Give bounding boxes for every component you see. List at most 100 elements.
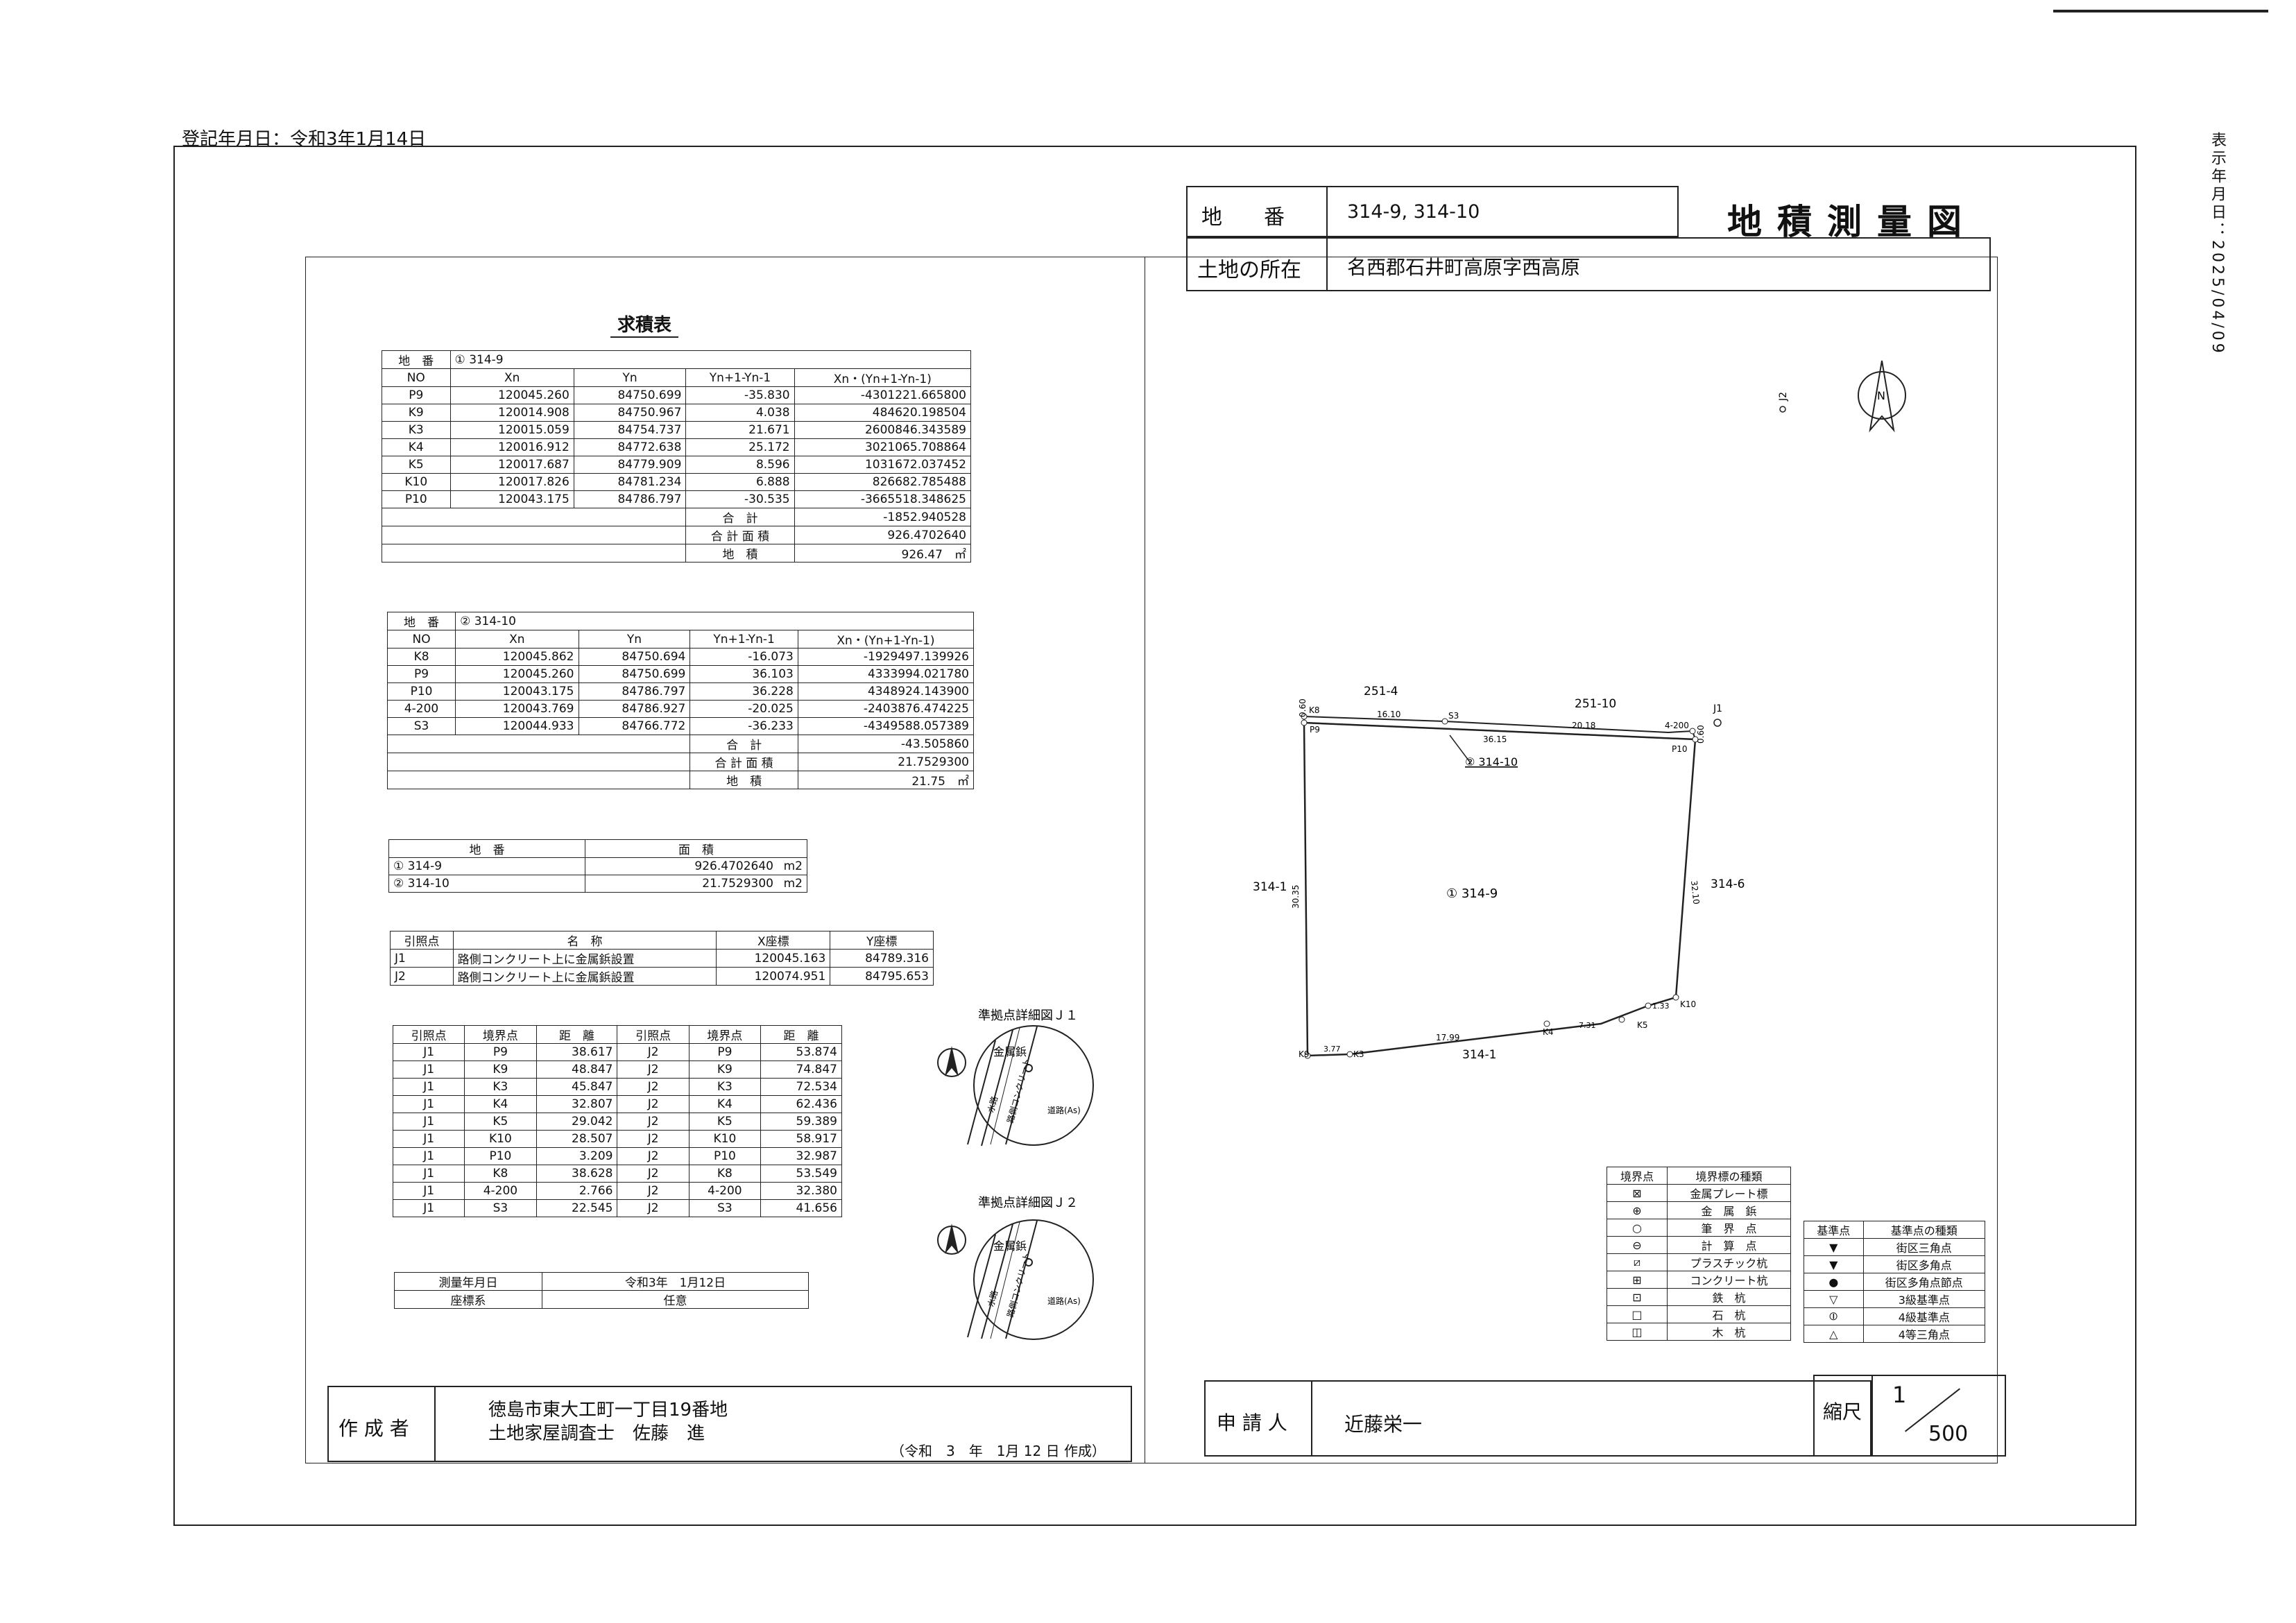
- column-header: 引照点: [392, 1025, 465, 1044]
- summary-cell: ② 314-10: [388, 875, 585, 893]
- adjacent-label-314-1-bottom: 314-1: [1462, 1048, 1496, 1062]
- t2-sum-value: -43.505860: [797, 735, 975, 753]
- table-cell: P9: [386, 665, 456, 683]
- table-cell: -2403876.474225: [797, 700, 975, 718]
- adjacent-label-314-6: 314-6: [1711, 877, 1745, 891]
- table-cell: 石 杭: [1666, 1305, 1792, 1323]
- table-row: ② 314-10 21.7529300 m2: [388, 875, 807, 893]
- table-cell: ⊠: [1607, 1184, 1668, 1202]
- table-cell: J2: [617, 1199, 689, 1217]
- table-cell: K8: [688, 1165, 762, 1183]
- table-row: ⦶4級基準点: [1804, 1307, 1986, 1325]
- table-cell: 街区多角点: [1862, 1255, 1986, 1273]
- t2-total-value: 21.7529300: [797, 753, 975, 771]
- table-cell: 120045.862: [455, 648, 579, 666]
- summary-cell: ① 314-9: [388, 857, 585, 875]
- table-cell: ⊕: [1607, 1201, 1668, 1219]
- column-header: Xn: [455, 630, 579, 649]
- creator-name: 土地家屋調査士 佐藤 進: [488, 1423, 705, 1444]
- table-cell: P10: [386, 682, 456, 701]
- table-cell: -30.535: [685, 490, 795, 508]
- table-cell: K3: [382, 421, 451, 439]
- table-cell: 84772.638: [573, 438, 687, 456]
- table-cell: 4-200: [688, 1182, 762, 1200]
- table-cell: ▽: [1804, 1290, 1864, 1308]
- t2-sum-label: 合 計: [689, 735, 798, 753]
- table-cell: J1: [392, 1043, 465, 1061]
- table-cell: 2600846.343589: [794, 421, 972, 439]
- summary-header-chiban: 地 番: [388, 839, 585, 858]
- point-label-s3: S3: [1448, 711, 1459, 721]
- table-cell: 4.038: [685, 404, 795, 422]
- dim-label: 0.60: [1696, 725, 1706, 744]
- table-cell: J2: [617, 1147, 689, 1165]
- table-cell: ⦶: [1804, 1307, 1864, 1325]
- creator-box: 作 成 者 徳島市東大工町一丁目19番地 土地家屋調査士 佐藤 進 （令和 3 …: [327, 1386, 1132, 1462]
- table-cell: 84786.927: [578, 700, 691, 718]
- scale-denominator: 500: [1928, 1422, 1969, 1446]
- scan-mark: [2053, 10, 2268, 12]
- table-cell: S3: [386, 717, 456, 735]
- detail-drawings: 準拠点詳細図Ｊ１ 金属鋲 道路(As) 路側コンクリート 水路 準拠点詳細図Ｊ２…: [937, 1008, 1094, 1340]
- t2-area-value: 21.75: [911, 775, 945, 789]
- inner-frame: [305, 257, 1998, 1463]
- site-map: N J2 K8 P9 S3 4-200 P10 K9 K3 K4 K5 K10 …: [1253, 360, 1906, 1062]
- point-label-p10: P10: [1672, 744, 1688, 754]
- summary-cell: 926.4702640: [585, 857, 778, 875]
- table-cell: J1: [390, 949, 454, 968]
- table-cell: 59.389: [760, 1113, 842, 1131]
- point-label-k10: K10: [1680, 999, 1696, 1009]
- point-label-k3: K3: [1353, 1049, 1364, 1059]
- reference-legend: 基準点基準点の種類 ▼街区三角点▼街区多角点●街区多角点節点▽3級基準点⦶4級基…: [1804, 1221, 1986, 1343]
- table-cell: K4: [464, 1095, 537, 1113]
- table-cell: K10: [382, 473, 451, 491]
- creator-label: 作 成 者: [339, 1417, 409, 1440]
- point-label-k5: K5: [1637, 1020, 1648, 1030]
- table-row: △4等三角点: [1804, 1325, 1986, 1343]
- table-row: ⊞コンクリート杭: [1607, 1271, 1792, 1289]
- table-cell: J1: [392, 1060, 465, 1079]
- detail-j1-concrete: 路側コンクリート: [1004, 1057, 1031, 1124]
- column-header: 距 離: [536, 1025, 618, 1044]
- table-cell: K8: [464, 1165, 537, 1183]
- detail-j1-road: 道路(As): [1047, 1105, 1081, 1115]
- summary-cell: 21.7529300: [585, 875, 778, 893]
- north-arrow-icon: [937, 1046, 966, 1077]
- table-cell: 32.987: [760, 1147, 842, 1165]
- table-cell: 120015.059: [449, 421, 574, 439]
- table-cell: 25.172: [685, 438, 795, 456]
- table-cell: 1031672.037452: [794, 456, 972, 474]
- table-cell: J1: [392, 1147, 465, 1165]
- table-cell: ⊖: [1607, 1236, 1668, 1254]
- table-row: ① 314-9 926.4702640 m2: [388, 857, 807, 875]
- point-marker: [1689, 728, 1696, 735]
- survey-table: 測量年月日 令和3年 1月12日 座標系 任意: [394, 1272, 809, 1309]
- t1-sum-value: -1852.940528: [794, 508, 972, 526]
- table-cell: □: [1607, 1305, 1668, 1323]
- table-cell: -1929497.139926: [797, 648, 975, 666]
- table-cell: 8.596: [685, 456, 795, 474]
- table-cell: J1: [392, 1199, 465, 1217]
- column-header: 境界点: [1607, 1167, 1668, 1185]
- column-header: Xn: [449, 368, 574, 387]
- survey-date-label: 測量年月日: [394, 1272, 542, 1291]
- table-cell: 84754.737: [573, 421, 687, 439]
- table-row: ▼街区三角点: [1804, 1238, 1986, 1256]
- document-title: 地積測量図: [1727, 201, 1977, 242]
- table-cell: J1: [392, 1165, 465, 1183]
- adjacent-label-251-4: 251-4: [1364, 685, 1398, 698]
- table-cell: 36.103: [689, 665, 798, 683]
- column-header: 境界点: [688, 1025, 762, 1044]
- column-header: 基準点の種類: [1862, 1221, 1986, 1239]
- table-cell: J2: [617, 1060, 689, 1079]
- table-cell: K3: [688, 1078, 762, 1096]
- column-header: X座標: [716, 931, 831, 950]
- table-cell: K4: [688, 1095, 762, 1113]
- summary-header-area: 面 積: [585, 839, 807, 858]
- table-cell: 484620.198504: [794, 404, 972, 422]
